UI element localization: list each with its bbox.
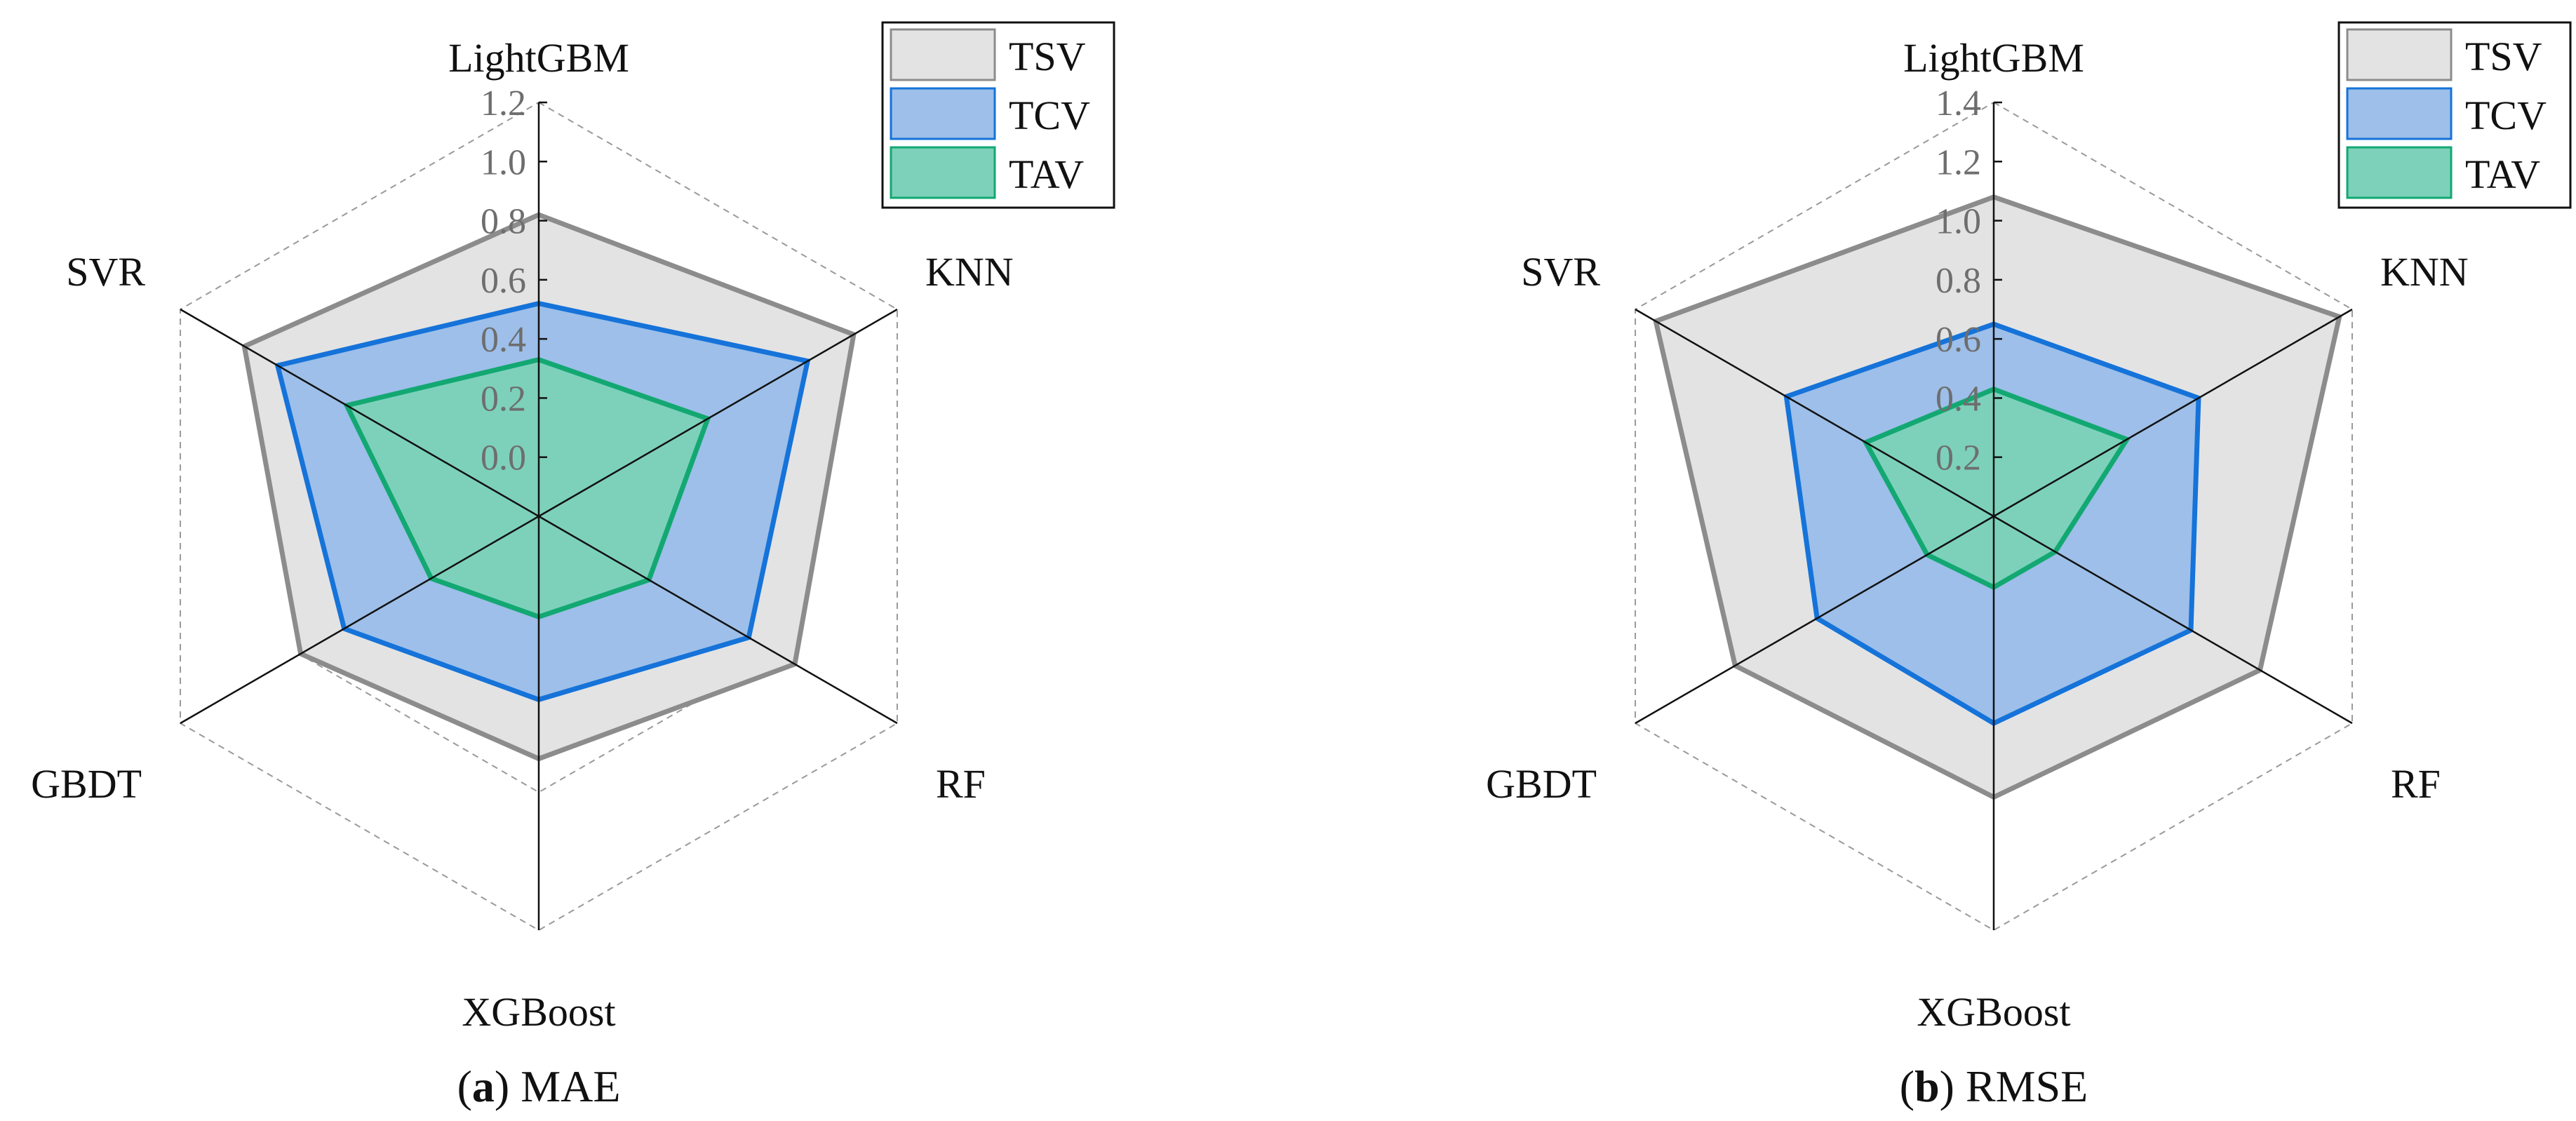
legend-label-tsv: TSV (1009, 34, 1086, 79)
axis-label-xgboost: XGBoost (1917, 989, 2070, 1035)
axis-spoke (1993, 515, 2353, 725)
axis-spoke (538, 308, 898, 518)
tick-label: 0.8 (481, 202, 526, 242)
legend-swatch-tsv (890, 28, 996, 81)
tick-label: 0.0 (481, 438, 526, 478)
legend-swatch-tav (2346, 146, 2453, 199)
tick-label: 1.2 (1936, 142, 1981, 182)
axis-label-rf: RF (936, 761, 986, 807)
tick-label: 0.2 (1936, 438, 1981, 478)
legend: TSV TCV TAV (2337, 21, 2572, 209)
axis-label-rf: RF (2391, 761, 2441, 807)
tick-label: 0.4 (481, 320, 526, 360)
tick-label: 0.2 (481, 379, 526, 419)
panel-letter: b (1914, 1061, 1940, 1111)
legend-label-tcv: TCV (1009, 93, 1090, 138)
legend-swatch-tsv (2346, 28, 2453, 81)
axis-label-svr: SVR (66, 249, 145, 295)
axis-label-knn: KNN (2380, 249, 2469, 295)
axis-label-gbdt: GBDT (31, 761, 142, 807)
axis-spoke (1993, 308, 2353, 518)
tick-label: 1.0 (1936, 202, 1981, 242)
axis-label-lightgbm: LightGBM (1903, 35, 2084, 81)
axis-label-gbdt: GBDT (1486, 761, 1597, 807)
axis-label-knn: KNN (925, 249, 1014, 295)
legend-label-tsv: TSV (2465, 34, 2542, 79)
panel-letter: a (472, 1061, 495, 1111)
legend-label-tcv: TCV (2465, 93, 2547, 138)
tick-label: 1.2 (481, 83, 526, 123)
panel-caption: (a) MAE (457, 1061, 621, 1111)
axis-label-lightgbm: LightGBM (448, 35, 629, 81)
legend-label-tav: TAV (1009, 152, 1084, 197)
legend-label-tav: TAV (2465, 152, 2540, 197)
axis-spoke (1635, 515, 1994, 725)
tick-label: 0.6 (1936, 320, 1981, 360)
axis-spoke (180, 308, 539, 518)
legend-swatch-tcv (890, 87, 996, 140)
tick-label: 1.4 (1936, 83, 1981, 123)
axis-label-xgboost: XGBoost (462, 989, 615, 1035)
axis-spoke (1635, 308, 1994, 518)
legend-swatch-tcv (2346, 87, 2453, 140)
tick-label: 0.8 (1936, 261, 1981, 301)
panel-caption: (b) RMSE (1900, 1061, 2088, 1111)
legend: TSV TCV TAV (881, 21, 1115, 209)
axis-spoke (538, 515, 898, 725)
legend-swatch-tav (890, 146, 996, 199)
tick-label: 1.0 (481, 142, 526, 182)
axis-label-svr: SVR (1521, 249, 1600, 295)
tick-label: 0.6 (481, 261, 526, 301)
axis-spoke (180, 515, 539, 725)
tick-label: 0.4 (1936, 379, 1981, 419)
